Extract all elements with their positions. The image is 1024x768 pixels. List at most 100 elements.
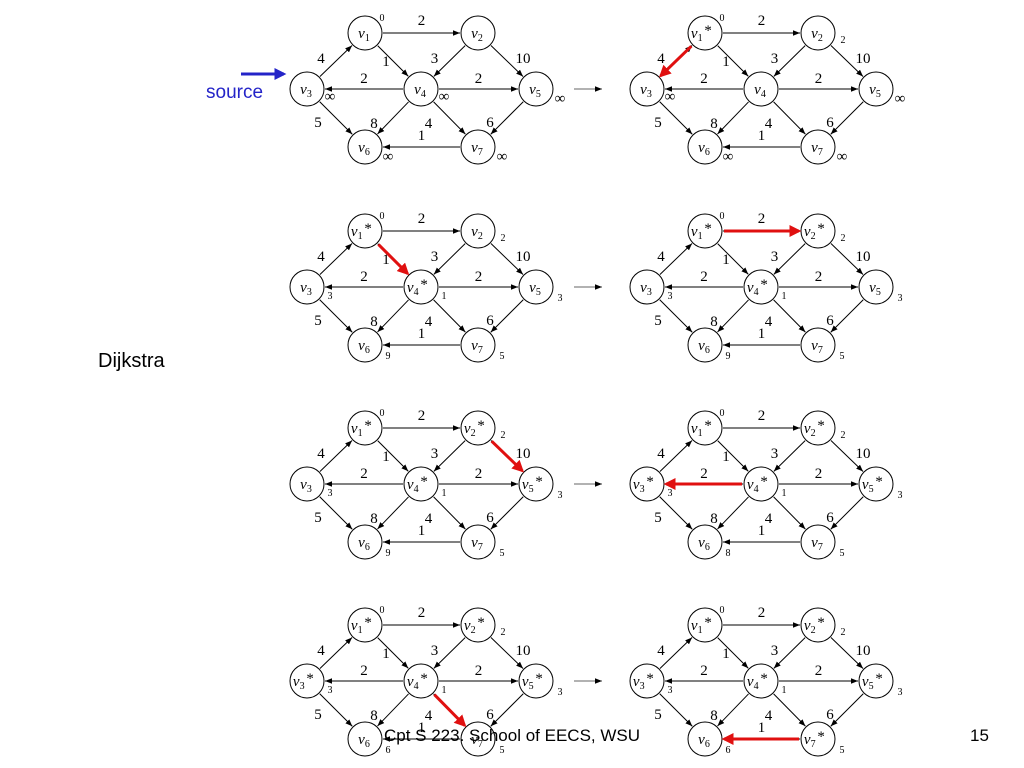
node-label: v5 (869, 280, 881, 298)
distance-label: 2 (841, 233, 846, 244)
edge-weight: 2 (360, 71, 368, 87)
graph-edge (830, 637, 864, 669)
distance-label: 3 (558, 293, 563, 304)
node-label: v4* (747, 474, 768, 495)
node-label: v5* (862, 474, 883, 495)
edge-weight: 6 (486, 115, 494, 131)
distance-label: 0 (720, 605, 725, 616)
distance-label: 2 (501, 233, 506, 244)
distance-label: ∞ (555, 91, 566, 107)
graph-edge (717, 637, 749, 669)
node-label: v5 (529, 82, 541, 100)
edge-weight: 4 (765, 511, 773, 527)
graph-edge (319, 496, 353, 530)
edge-weight: 2 (475, 71, 483, 87)
edge-weight: 2 (418, 605, 426, 621)
graph-edge (490, 243, 524, 275)
distance-label: ∞ (439, 89, 450, 105)
edge-weight: 1 (418, 128, 426, 144)
edge-weight: 8 (710, 116, 718, 132)
edge-weight: 4 (765, 116, 773, 132)
graph-edge (717, 693, 749, 727)
graph-edge (717, 45, 749, 77)
graph-node (687, 129, 723, 165)
graph-node (800, 524, 836, 560)
edge-weight: 4 (425, 314, 433, 330)
graph-node (858, 466, 894, 502)
graph-edge (830, 496, 864, 530)
distance-label: ∞ (895, 91, 906, 107)
edge-weight: 6 (486, 510, 494, 526)
graph-node (687, 327, 723, 363)
edge-weight: 4 (317, 446, 325, 462)
edge-weight: 1 (722, 252, 730, 268)
graph-edge (717, 299, 749, 333)
distance-label: 0 (380, 211, 385, 222)
edge-weight: 8 (370, 708, 378, 724)
edge-weight: 2 (475, 269, 483, 285)
graph-edge (830, 299, 864, 333)
node-label: v3 (640, 280, 652, 298)
graph-edge (377, 693, 409, 727)
node-label: v7 (811, 338, 823, 356)
edge-weight: 10 (856, 51, 871, 67)
graph-node (518, 466, 554, 502)
graph-node (403, 466, 439, 502)
graph-node (289, 466, 325, 502)
update-highlight-arrow (658, 45, 693, 78)
distance-label: ∞ (383, 149, 394, 165)
graph-edge (490, 693, 524, 727)
edge-weight: 3 (771, 51, 779, 67)
graph-edge (433, 243, 466, 275)
update-highlight-arrow (490, 440, 525, 473)
update-highlight-arrow (377, 243, 410, 276)
edge-weight: 2 (700, 663, 708, 679)
graph-node (629, 269, 665, 305)
distance-label: ∞ (665, 89, 676, 105)
graph-node (347, 327, 383, 363)
edge-weight: 8 (370, 116, 378, 132)
edge-weight: 3 (771, 249, 779, 265)
graph-edge (319, 45, 353, 77)
edge-weight: 2 (815, 269, 823, 285)
edge-weight: 5 (314, 115, 322, 131)
distance-label: 2 (841, 35, 846, 46)
node-label: v6 (358, 140, 370, 158)
node-label: v2 (471, 224, 483, 242)
distance-label: ∞ (497, 149, 508, 165)
edge-weight: 10 (856, 643, 871, 659)
graph-node (858, 663, 894, 699)
edge-weight: 5 (654, 510, 662, 526)
node-label: v7 (811, 140, 823, 158)
edge-weight: 1 (382, 252, 390, 268)
node-label: v1* (691, 23, 712, 44)
graph-node (460, 524, 496, 560)
graph-node (800, 721, 836, 757)
graph-node (629, 663, 665, 699)
edge-weight: 1 (418, 720, 426, 736)
graph-node (687, 213, 723, 249)
distance-label: 0 (720, 211, 725, 222)
algorithm-label: Dijkstra (98, 350, 165, 372)
graph-node (687, 410, 723, 446)
edge-weight: 10 (516, 51, 531, 67)
distance-label: 3 (668, 488, 673, 499)
distance-label: 9 (726, 351, 731, 362)
graph-edge (319, 101, 353, 135)
edge-weight: 2 (475, 466, 483, 482)
graph-node (800, 607, 836, 643)
node-label: v4* (407, 474, 428, 495)
graph-edge (830, 693, 864, 727)
edge-weight: 6 (826, 115, 834, 131)
edge-weight: 2 (758, 605, 766, 621)
graph-node (347, 15, 383, 51)
edge-weight: 3 (771, 643, 779, 659)
node-label: v2* (464, 615, 485, 636)
node-label: v6 (698, 732, 710, 750)
